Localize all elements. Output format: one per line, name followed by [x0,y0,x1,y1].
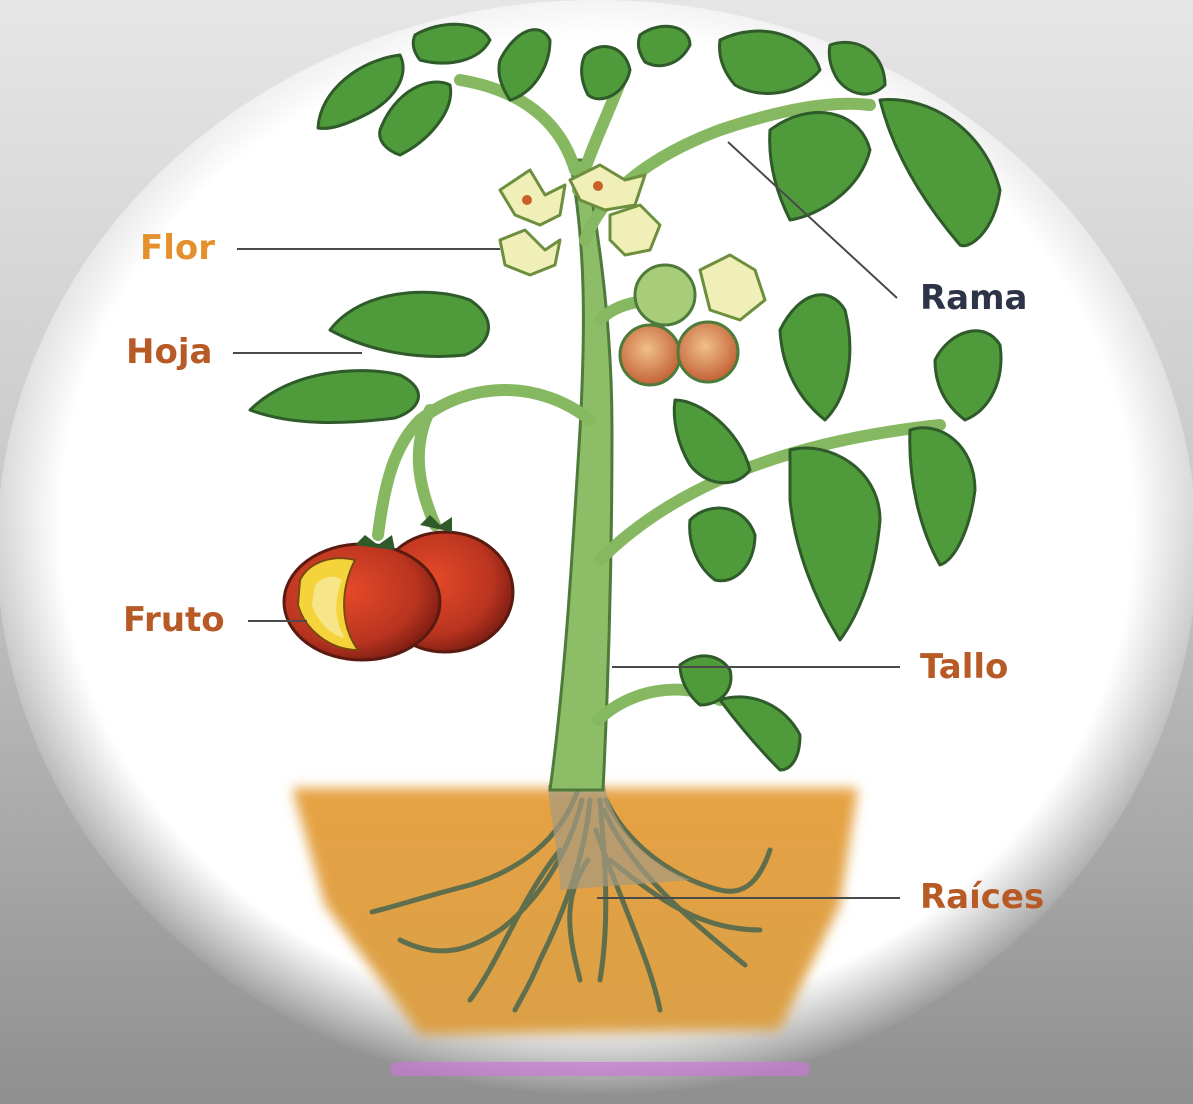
label-rama: Rama [920,281,1028,315]
flower-center [593,181,603,191]
label-tallo: Tallo [920,650,1008,684]
small-green-tomato [635,265,695,325]
small-ripening-tomato [620,325,680,385]
flower-center [522,195,532,205]
label-fruto: Fruto [123,603,225,637]
small-ripening-tomato [678,322,738,382]
bottom-purple-glow [390,1062,810,1076]
label-hoja: Hoja [126,335,212,369]
label-flor: Flor [140,231,215,265]
label-raices: Raíces [920,880,1044,914]
